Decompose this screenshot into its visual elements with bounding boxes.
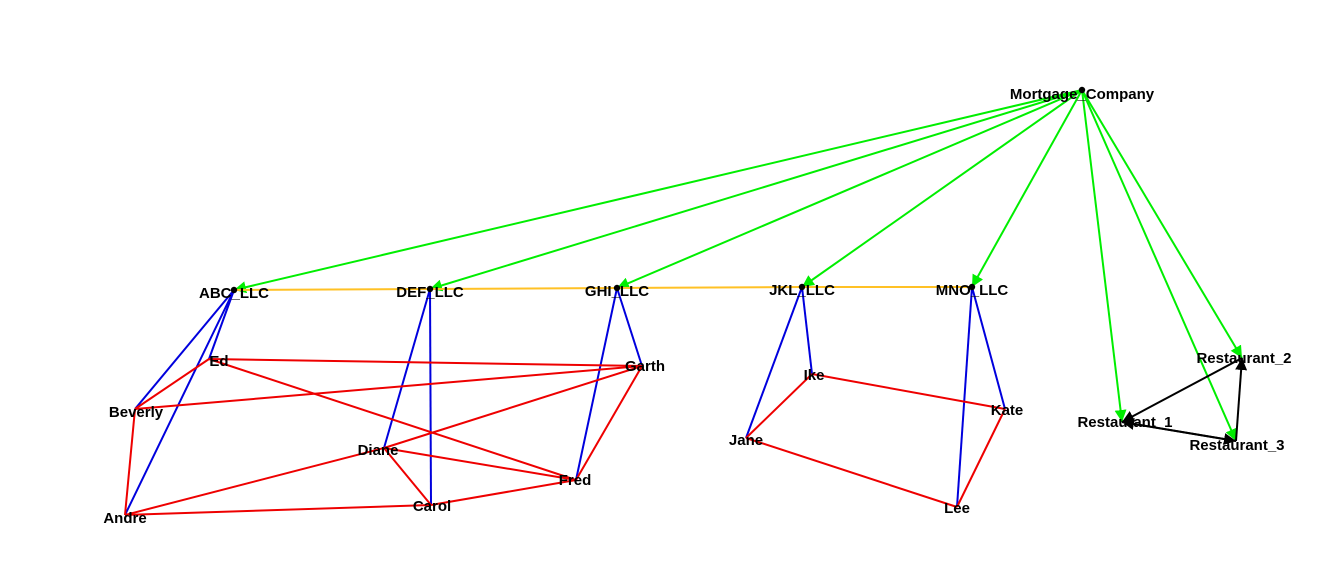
edge-jkl-ike bbox=[801, 286, 813, 375]
node-label-diane: Diane bbox=[358, 442, 399, 459]
node-label-beverly: Beverly bbox=[109, 404, 164, 421]
node-label-restaurant_3: Restaurant_3 bbox=[1189, 437, 1284, 454]
node-label-mortgage: Mortgage_Company bbox=[1010, 86, 1155, 103]
node-point-def bbox=[426, 285, 434, 293]
edge-ghi-jkl bbox=[616, 286, 803, 289]
node-point-abc bbox=[230, 286, 238, 294]
edge-ike-kate bbox=[811, 373, 1006, 410]
edge-mortgage-abc bbox=[233, 89, 1083, 294]
node-label-lee: Lee bbox=[944, 500, 970, 517]
edge-abc-ed bbox=[208, 289, 235, 360]
node-label-jane: Jane bbox=[729, 432, 763, 449]
edge-beverly-andre bbox=[124, 408, 136, 516]
edge-ed-beverly bbox=[134, 358, 210, 410]
edge-andre-carol bbox=[124, 504, 432, 516]
edge-fred-carol bbox=[430, 479, 577, 506]
edge-kate-lee bbox=[956, 408, 1006, 508]
edge-diane-fred bbox=[383, 447, 577, 481]
edge-ed-garth bbox=[208, 358, 643, 367]
edge-mortgage-def bbox=[429, 89, 1083, 292]
edge-mno-kate bbox=[971, 286, 1006, 410]
node-label-def: DEF_LLC bbox=[396, 284, 464, 301]
edge-diane-andre bbox=[124, 447, 385, 516]
node-label-ike: Ike bbox=[804, 367, 825, 384]
edge-garth-diane bbox=[383, 365, 643, 449]
edge-mno-lee bbox=[956, 286, 973, 508]
edge-mortgage-ghi bbox=[616, 89, 1083, 289]
node-label-mno: MNO_LLC bbox=[936, 282, 1009, 299]
node-layer bbox=[230, 86, 1086, 294]
edge-abc-beverly bbox=[134, 289, 235, 410]
edge-def-diane bbox=[383, 288, 431, 449]
edge-ghi-garth bbox=[616, 287, 643, 367]
edge-restaurant_1-restaurant_3 bbox=[1121, 421, 1237, 445]
node-point-jkl bbox=[798, 283, 806, 291]
edge-jane-lee bbox=[745, 437, 958, 508]
edge-restaurant_2-restaurant_1 bbox=[1121, 357, 1243, 423]
edge-jkl-jane bbox=[745, 286, 803, 439]
node-label-restaurant_2: Restaurant_2 bbox=[1196, 350, 1291, 367]
edge-ghi-fred bbox=[575, 287, 618, 481]
node-label-jkl: JKL_LLC bbox=[769, 282, 835, 299]
node-label-restaurant_1: Restaurant_1 bbox=[1077, 414, 1172, 431]
edge-ed-fred bbox=[208, 358, 577, 481]
node-point-mno bbox=[968, 283, 976, 291]
edge-abc-andre bbox=[124, 289, 235, 516]
edge-beverly-garth bbox=[134, 365, 643, 410]
node-label-fred: Fred bbox=[559, 472, 592, 489]
node-label-ed: Ed bbox=[209, 353, 228, 370]
edge-mortgage-restaurant_2 bbox=[1081, 89, 1243, 359]
node-point-ghi bbox=[613, 284, 621, 292]
node-label-abc: ABC_LLC bbox=[199, 285, 269, 302]
node-label-garth: Garth bbox=[625, 358, 665, 375]
edge-mortgage-restaurant_3 bbox=[1081, 89, 1237, 442]
edge-mortgage-restaurant_1 bbox=[1081, 89, 1127, 423]
node-label-kate: Kate bbox=[991, 402, 1024, 419]
edge-def-carol bbox=[429, 288, 432, 506]
node-label-ghi: GHI_LLC bbox=[585, 283, 649, 300]
edge-mortgage-mno bbox=[971, 89, 1083, 288]
edge-layer bbox=[124, 89, 1248, 516]
node-label-andre: Andre bbox=[103, 510, 146, 527]
edge-restaurant_3-restaurant_2 bbox=[1235, 357, 1248, 442]
node-label-carol: Carol bbox=[413, 498, 451, 515]
edge-diane-carol bbox=[383, 447, 432, 506]
edge-garth-fred bbox=[575, 365, 643, 481]
edge-abc-def bbox=[233, 288, 431, 291]
node-point-mortgage bbox=[1078, 86, 1086, 94]
edge-def-ghi bbox=[429, 287, 618, 290]
edge-ike-jane bbox=[745, 373, 813, 439]
edge-mortgage-jkl bbox=[801, 89, 1083, 288]
